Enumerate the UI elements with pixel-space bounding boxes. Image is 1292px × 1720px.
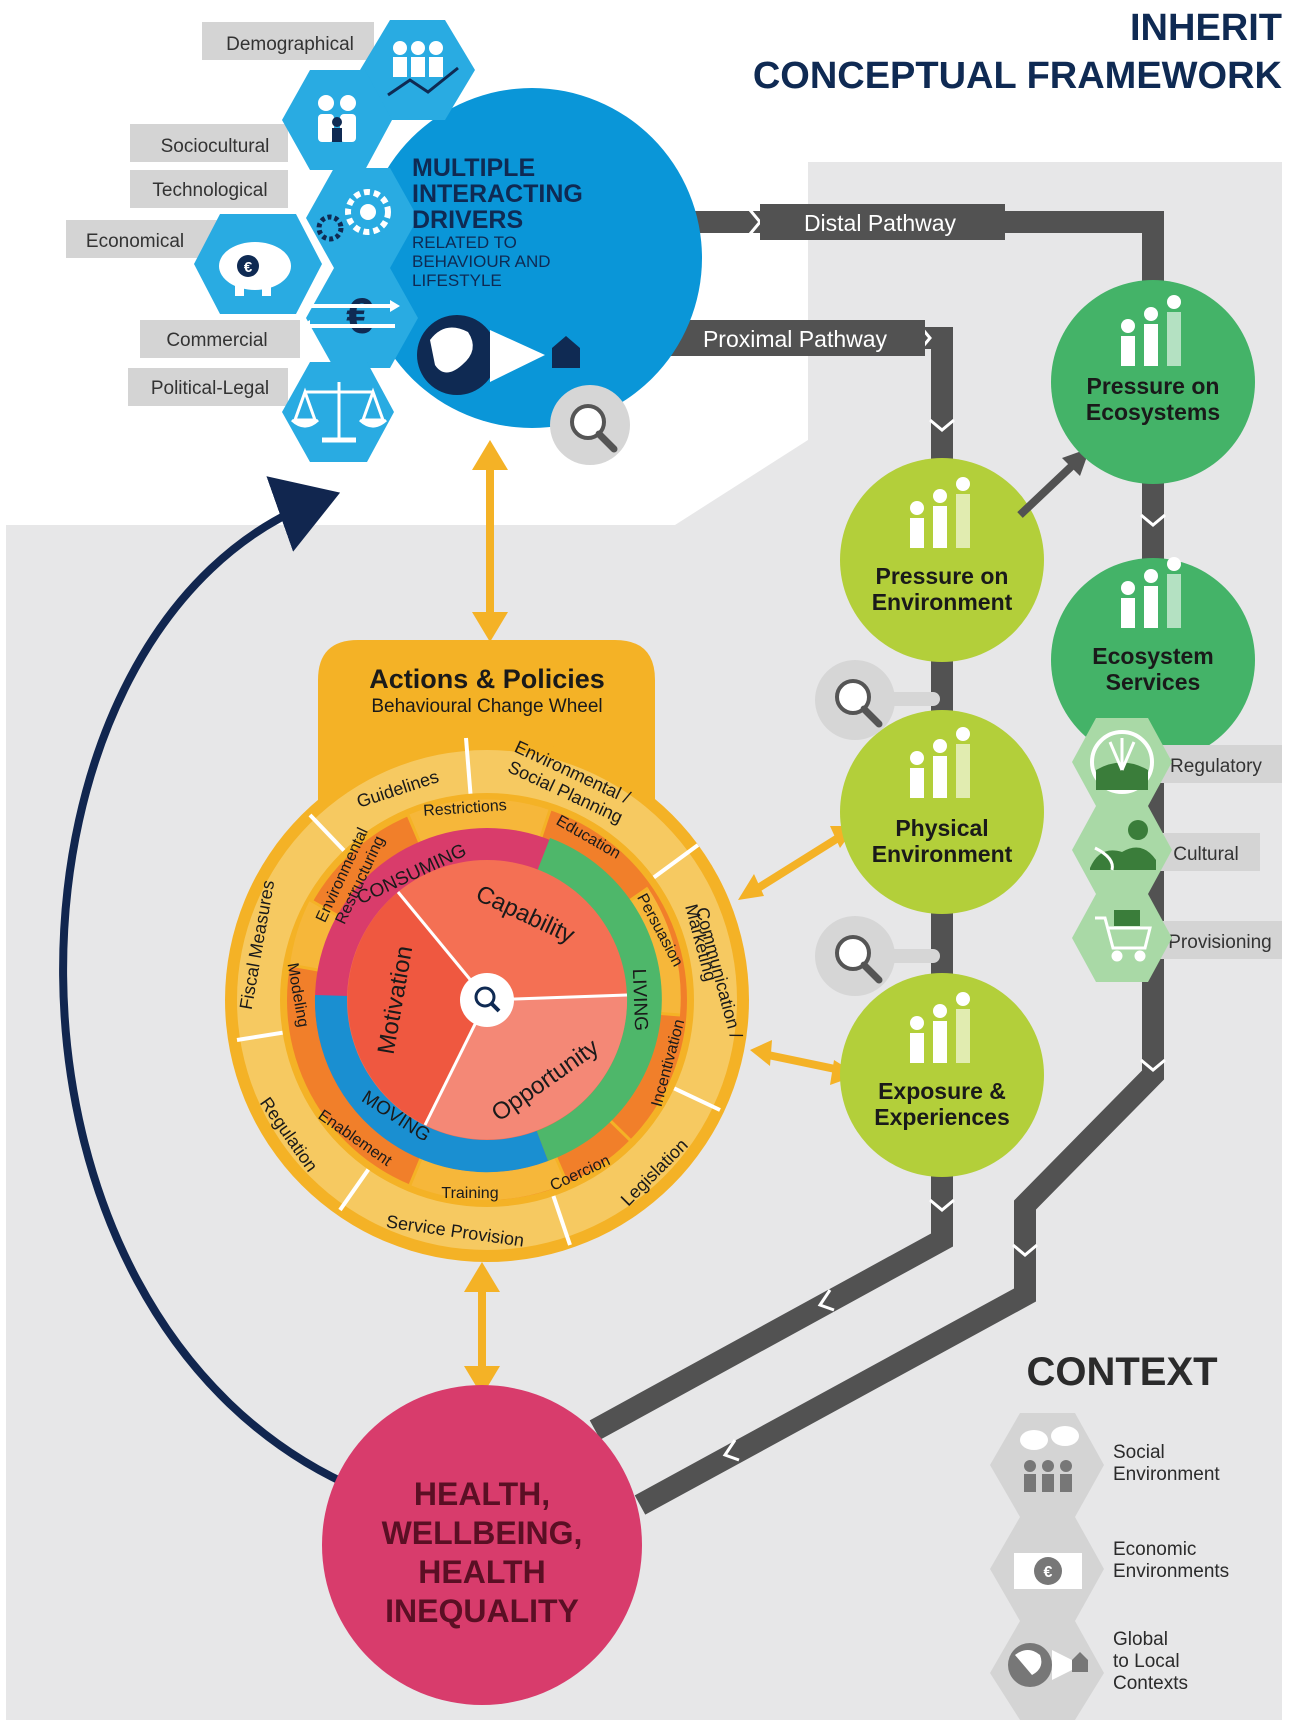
piggy-bank-icon: € — [219, 242, 291, 296]
context-economic-line-2: Environments — [1113, 1561, 1229, 1582]
label-economical: Economical — [86, 231, 184, 252]
exposure-experiences-node: Exposure & Experiences — [840, 973, 1044, 1177]
health-line-1: HEALTH, — [414, 1476, 550, 1512]
drivers-actions-arrow — [472, 440, 508, 642]
landscape-icon — [1090, 820, 1156, 871]
physical-environment-line-1: Physical — [895, 815, 988, 841]
ecosystem-services-line-2: Services — [1106, 669, 1201, 695]
gears-icon — [316, 189, 391, 242]
label-sociocultural: Sociocultural — [161, 136, 270, 157]
pressure-environment-line-2: Environment — [872, 589, 1013, 615]
scales-icon — [290, 382, 388, 443]
distal-pathway-line — [630, 211, 1164, 1515]
globe-house-icon — [417, 315, 580, 395]
ring-living: LIVING — [628, 968, 651, 1031]
drivers-subtitle-line-3: LIFESTYLE — [412, 271, 502, 290]
pressure-ecosystems-line-2: Ecosystems — [1086, 399, 1220, 425]
ecosystem-services-line-1: Ecosystem — [1092, 643, 1213, 669]
label-technological: Technological — [152, 180, 267, 201]
actions-title: Actions & Policies — [369, 664, 605, 694]
speech-bubbles-icon — [1020, 1426, 1079, 1492]
context-global-line-2: to Local — [1113, 1651, 1180, 1672]
context-social-line-2: Environment — [1113, 1464, 1220, 1485]
health-line-2: WELLBEING, — [382, 1515, 583, 1551]
physical-environment-line-2: Environment — [872, 841, 1013, 867]
proximal-pathway-label-bg — [665, 320, 925, 356]
plant-cycle-icon — [1090, 730, 1154, 794]
health-node: HEALTH, WELLBEING, HEALTH INEQUALITY — [322, 1385, 642, 1705]
intervention-training: Training — [441, 1185, 498, 1202]
people-growth-icon — [387, 41, 459, 97]
proximal-pathway-label: Proximal Pathway — [703, 326, 888, 352]
context-global-line-3: Contexts — [1113, 1673, 1188, 1694]
actions-subtitle: Behavioural Change Wheel — [371, 696, 602, 717]
ecosystem-services-node: Ecosystem Services — [1051, 557, 1255, 762]
drivers-title: MULTIPLE INTERACTING DRIVERS — [412, 154, 583, 234]
health-line-4: INEQUALITY — [385, 1593, 579, 1629]
label-cultural: Cultural — [1173, 844, 1238, 865]
context-title: CONTEXT — [1026, 1350, 1217, 1394]
drivers-title-line-3: DRIVERS — [412, 206, 523, 234]
distal-pathway-label-bg — [760, 204, 1005, 240]
drivers-title-line-2: INTERACTING — [412, 180, 583, 208]
svg-text:€: € — [244, 259, 253, 276]
exposure-magnifier-icon — [815, 916, 940, 996]
behaviour-change-wheel — [225, 737, 749, 1262]
drivers-subtitle-line-1: RELATED TO — [412, 233, 517, 252]
context-economic-line-1: Economic — [1113, 1539, 1196, 1560]
euro-note-icon: € — [1014, 1553, 1082, 1589]
drivers-title-line-1: MULTIPLE — [412, 154, 535, 182]
euro-exchange-icon: € — [300, 288, 400, 344]
pressure-environment-line-1: Pressure on — [876, 563, 1009, 589]
family-icon — [318, 95, 356, 142]
title-line-2: CONCEPTUAL FRAMEWORK — [753, 55, 1283, 97]
label-commercial: Commercial — [166, 330, 267, 351]
shopping-cart-icon — [1095, 910, 1152, 962]
pressure-environment-node: Pressure on Environment — [840, 458, 1044, 662]
exposure-experiences-line-1: Exposure & — [878, 1078, 1006, 1104]
context-social-line-1: Social — [1113, 1442, 1165, 1463]
actions-health-arrow — [464, 1262, 500, 1396]
driver-labels: Demographical Sociocultural Technologica… — [66, 22, 374, 406]
label-political-legal: Political-Legal — [151, 378, 269, 399]
title-line-1: INHERIT — [1130, 7, 1282, 49]
health-line-3: HEALTH — [418, 1554, 545, 1590]
drivers-subtitle: RELATED TO BEHAVIOUR AND LIFESTYLE — [412, 233, 551, 290]
drivers-magnifier-icon — [550, 385, 630, 465]
pressure-ecosystems-node: Pressure on Ecosystems — [1051, 280, 1255, 484]
intervention-restrictions: Restrictions — [423, 797, 508, 820]
label-regulatory: Regulatory — [1170, 756, 1262, 777]
svg-text:€: € — [346, 288, 374, 344]
wheel-magnifier-icon — [474, 986, 501, 1013]
drivers-subtitle-line-2: BEHAVIOUR AND — [412, 252, 551, 271]
pressure-ecosystems-line-1: Pressure on — [1087, 373, 1220, 399]
service-labels: Regulatory Cultural Provisioning — [1150, 745, 1282, 959]
label-demographical: Demographical — [226, 34, 354, 55]
feedback-arrow — [59, 476, 420, 1546]
label-provisioning: Provisioning — [1168, 932, 1272, 953]
exposure-experiences-line-2: Experiences — [874, 1104, 1010, 1130]
distal-pathway-label: Distal Pathway — [804, 210, 957, 236]
context-global-line-1: Global — [1113, 1629, 1168, 1650]
context-globe-icon — [1008, 1643, 1088, 1687]
physical-environment-node: Physical Environment — [840, 710, 1044, 914]
svg-text:€: € — [1044, 1564, 1053, 1581]
physical-magnifier-icon — [815, 660, 940, 740]
